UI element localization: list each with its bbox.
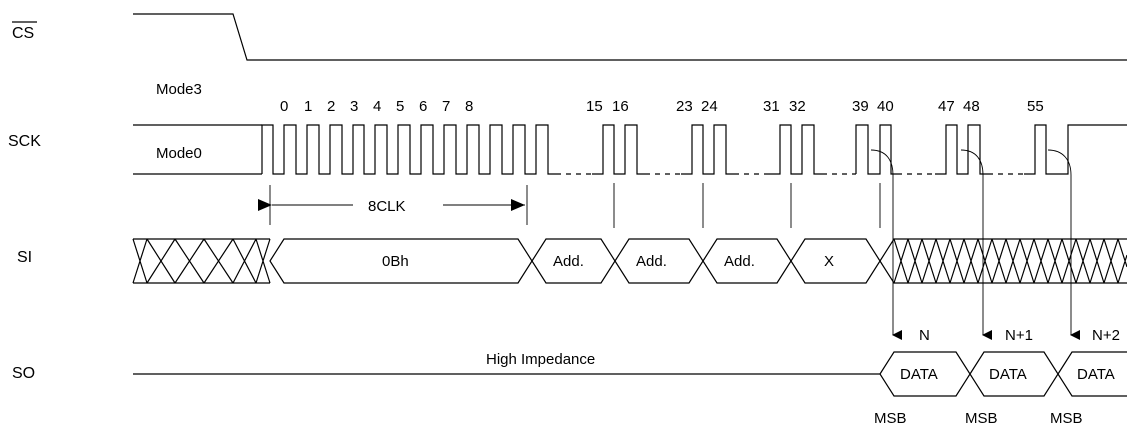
msb-label-n1: MSB <box>965 410 998 427</box>
clock-number: 15 <box>586 98 603 115</box>
so-high-impedance-label: High Impedance <box>486 351 595 368</box>
clock-number: 1 <box>304 98 312 115</box>
clock-number: 48 <box>963 98 980 115</box>
si-dont-care-right <box>879 238 1127 284</box>
cs-label: CS <box>12 25 34 42</box>
clock-number: 31 <box>763 98 780 115</box>
clk-span-label: 8CLK <box>368 198 406 215</box>
sck-clock-15-16 <box>592 124 645 175</box>
so-byte-label-n: N <box>919 327 930 344</box>
so-data-label-n: DATA <box>900 366 938 383</box>
so-waveform: High Impedance DATA DATA DATA <box>133 351 1127 397</box>
sck-clock-0-8 <box>261 124 556 175</box>
si-label: SI <box>17 249 32 266</box>
sck-clock-39-40 <box>855 124 897 175</box>
so-data-label-n1: DATA <box>989 366 1027 383</box>
so-byte-label-n2: N+2 <box>1092 327 1120 344</box>
msb-label-n2: MSB <box>1050 410 1083 427</box>
data-out-arrows <box>870 149 1080 340</box>
clock-number: 32 <box>789 98 806 115</box>
si-address-3-label: Add. <box>724 253 755 270</box>
clock-number: 7 <box>442 98 450 115</box>
clock-number: 39 <box>852 98 869 115</box>
sck-clock-47-48 <box>935 124 988 175</box>
so-data-byte-n2 <box>1057 351 1127 397</box>
cs-waveform <box>133 13 1127 61</box>
clock-number: 16 <box>612 98 629 115</box>
clock-number: 3 <box>350 98 358 115</box>
msb-label-n: MSB <box>874 410 907 427</box>
clock-number: 55 <box>1027 98 1044 115</box>
so-data-label-n2: DATA <box>1077 366 1115 383</box>
si-dummy-segment <box>790 238 881 284</box>
arrow-to-byte-n <box>870 149 902 340</box>
clock-number: 47 <box>938 98 955 115</box>
clock-number: 8 <box>465 98 473 115</box>
so-byte-label-n1: N+1 <box>1005 327 1033 344</box>
clock-number: 5 <box>396 98 404 115</box>
signal-labels: CS SCK SI SO <box>8 21 41 382</box>
si-address-2-label: Add. <box>636 253 667 270</box>
clock-number: 2 <box>327 98 335 115</box>
so-label: SO <box>12 365 35 382</box>
clock-number: 24 <box>701 98 718 115</box>
clock-number: 40 <box>877 98 894 115</box>
sck-waveform <box>133 124 1127 175</box>
si-bus: 0Bh Add. Add. Add. X <box>132 238 1127 284</box>
sck-clock-31-32 <box>769 124 822 175</box>
arrow-to-byte-n2 <box>1047 149 1080 340</box>
sck-clock-55 <box>1024 124 1127 175</box>
sck-label: SCK <box>8 133 41 150</box>
clock-number: 0 <box>280 98 288 115</box>
si-dummy-label: X <box>824 253 834 270</box>
mode3-label: Mode3 <box>156 81 202 98</box>
mode0-label: Mode0 <box>156 145 202 162</box>
si-opcode-label: 0Bh <box>382 253 409 270</box>
clock-number: 23 <box>676 98 693 115</box>
si-dont-care-left <box>132 238 271 284</box>
clock-number: 6 <box>419 98 427 115</box>
clock-number-labels: 0 1 2 3 4 5 6 7 8 15 16 23 24 31 32 39 4… <box>280 98 1044 115</box>
sck-clock-23-24 <box>681 124 734 175</box>
arrow-to-byte-n1 <box>960 149 992 340</box>
boundary-markers <box>613 183 881 228</box>
clk-span-dimension: 8CLK <box>258 185 528 225</box>
clock-number: 4 <box>373 98 381 115</box>
si-address-1-label: Add. <box>553 253 584 270</box>
